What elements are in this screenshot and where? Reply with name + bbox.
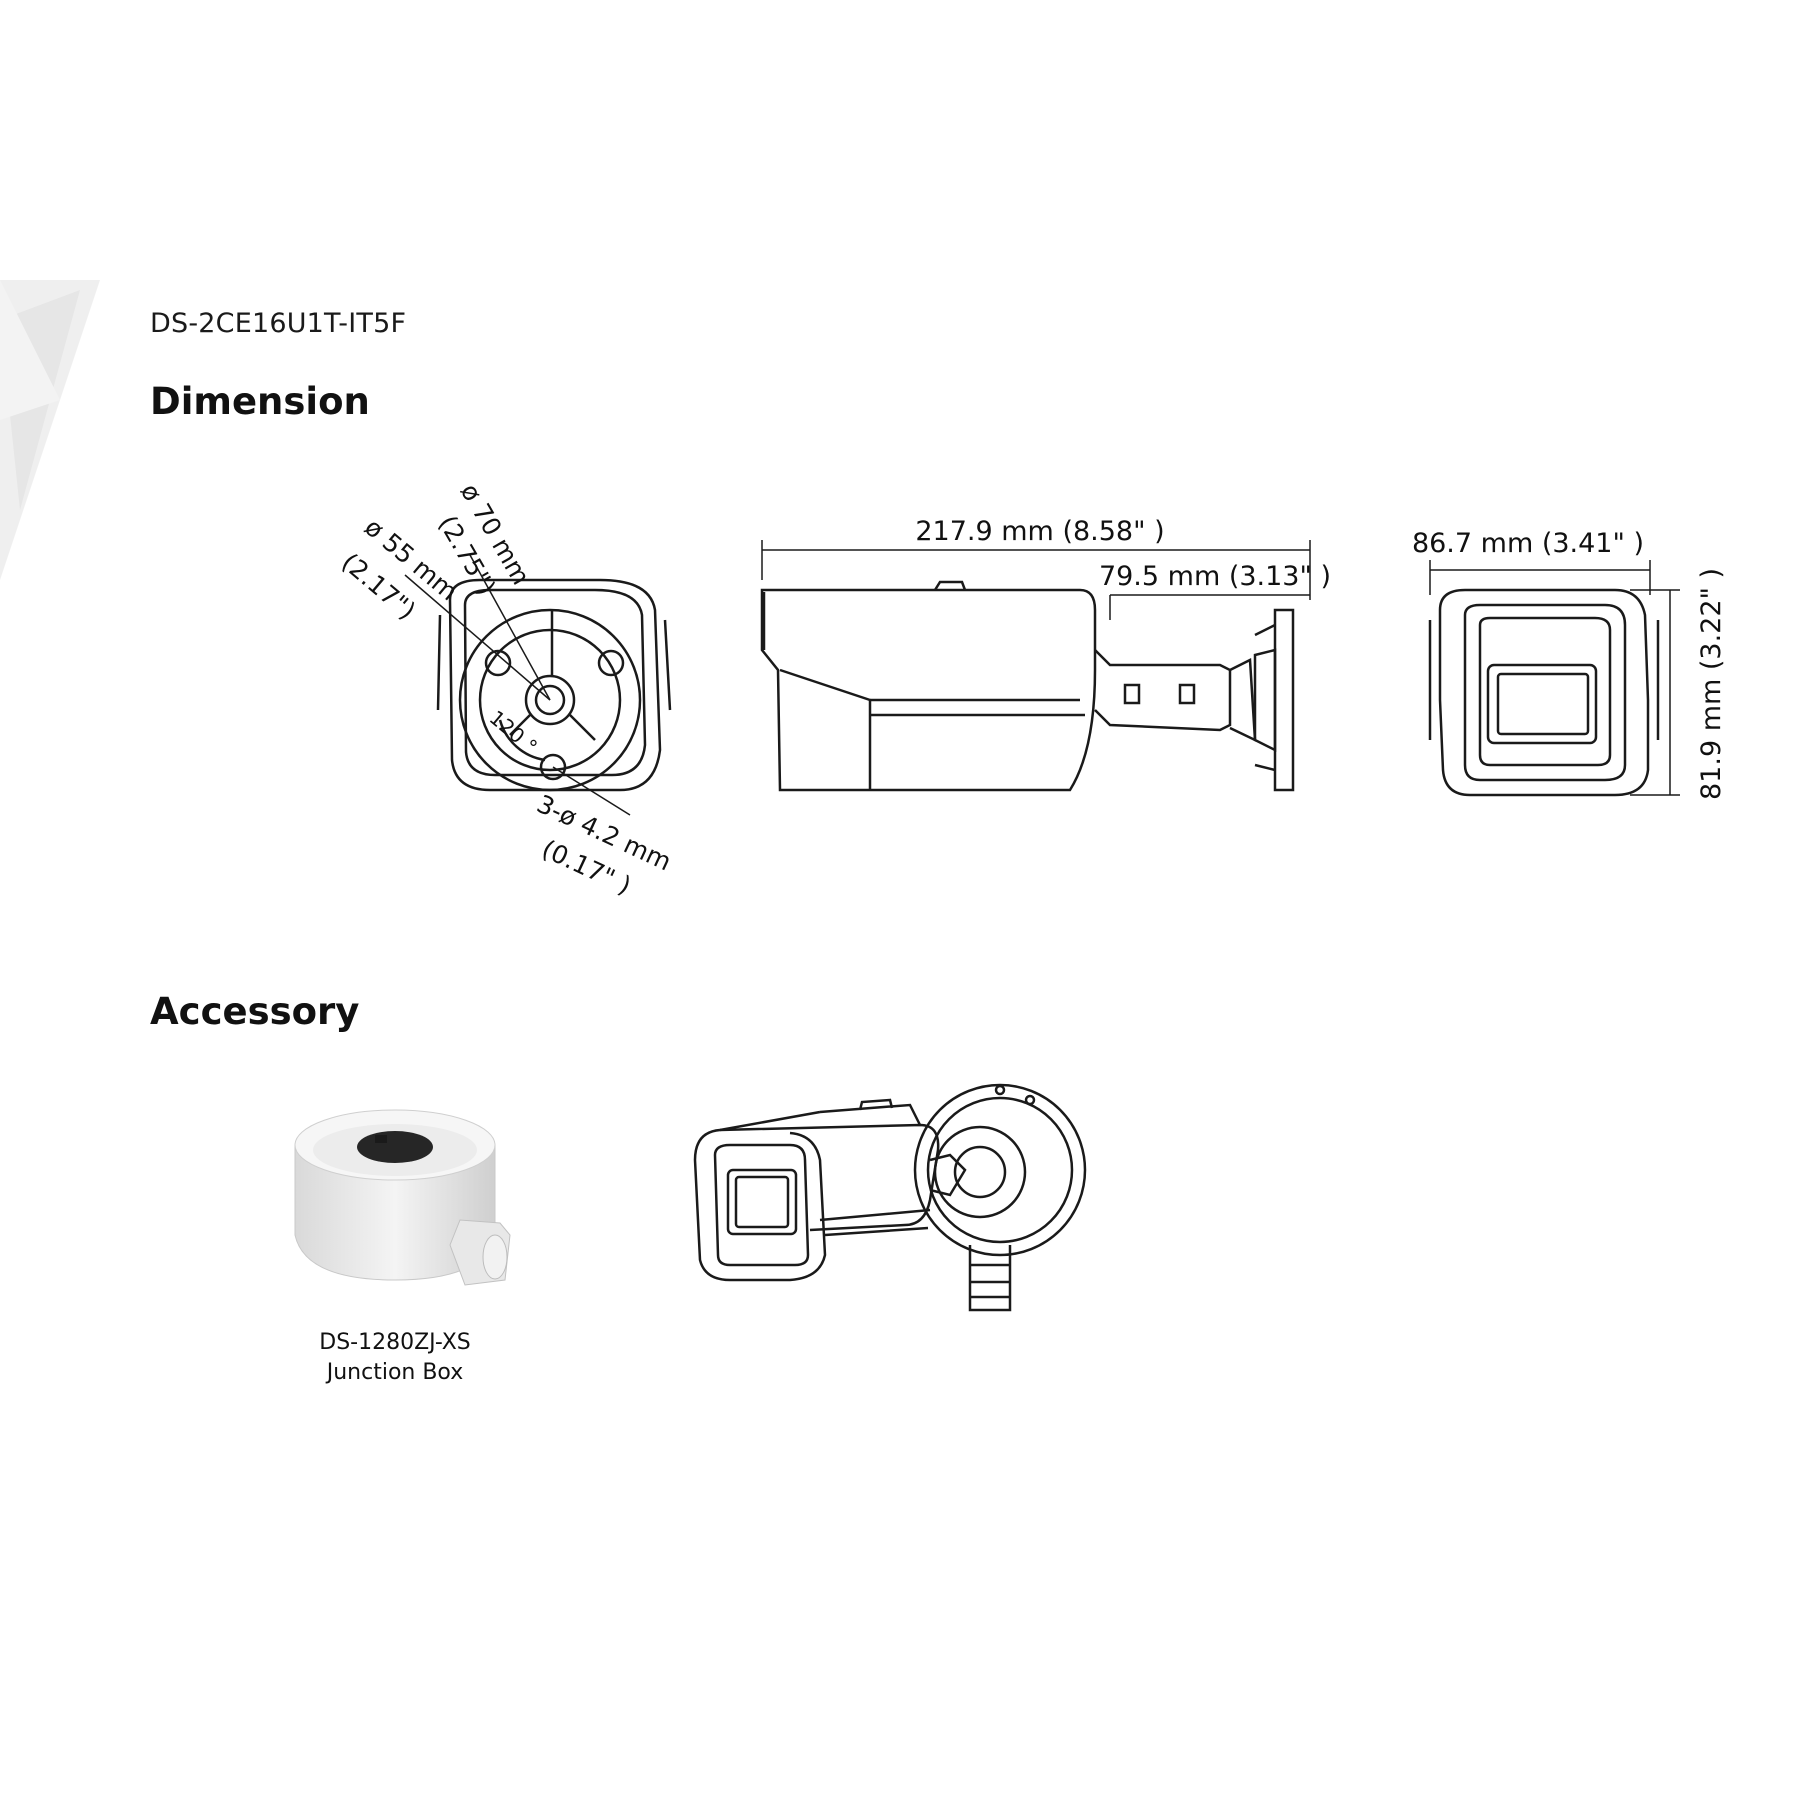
front-view-drawing: ø 70 mm (2.75") ø 55 mm (2.17") 120 ° 3-… (336, 479, 676, 901)
accessory-model: DS-1280ZJ-XS (319, 1330, 471, 1355)
width-label: 86.7 mm (3.41" ) (1412, 528, 1644, 559)
accessory-name: Junction Box (326, 1360, 464, 1385)
side-view-drawing: 217.9 mm (8.58" ) 79.5 mm (3.13" ) (760, 516, 1330, 792)
angle-label: 120 ° (485, 705, 542, 758)
height-label: 81.9 mm (3.22" ) (1696, 568, 1727, 800)
accessory-heading: Accessory (150, 990, 360, 1033)
dimension-heading: Dimension (150, 380, 370, 423)
length-label: 217.9 mm (8.58" ) (915, 516, 1164, 547)
mounted-camera-illustration (693, 1083, 1087, 1312)
junction-box-image (294, 1109, 511, 1286)
mount-length-label: 79.5 mm (3.13" ) (1099, 561, 1330, 592)
rear-view-drawing: 86.7 mm (3.41" ) 81.9 mm (3.22" ) (1412, 528, 1727, 800)
model-number: DS-2CE16U1T-IT5F (150, 308, 407, 339)
brand-watermark-shape (0, 280, 100, 580)
